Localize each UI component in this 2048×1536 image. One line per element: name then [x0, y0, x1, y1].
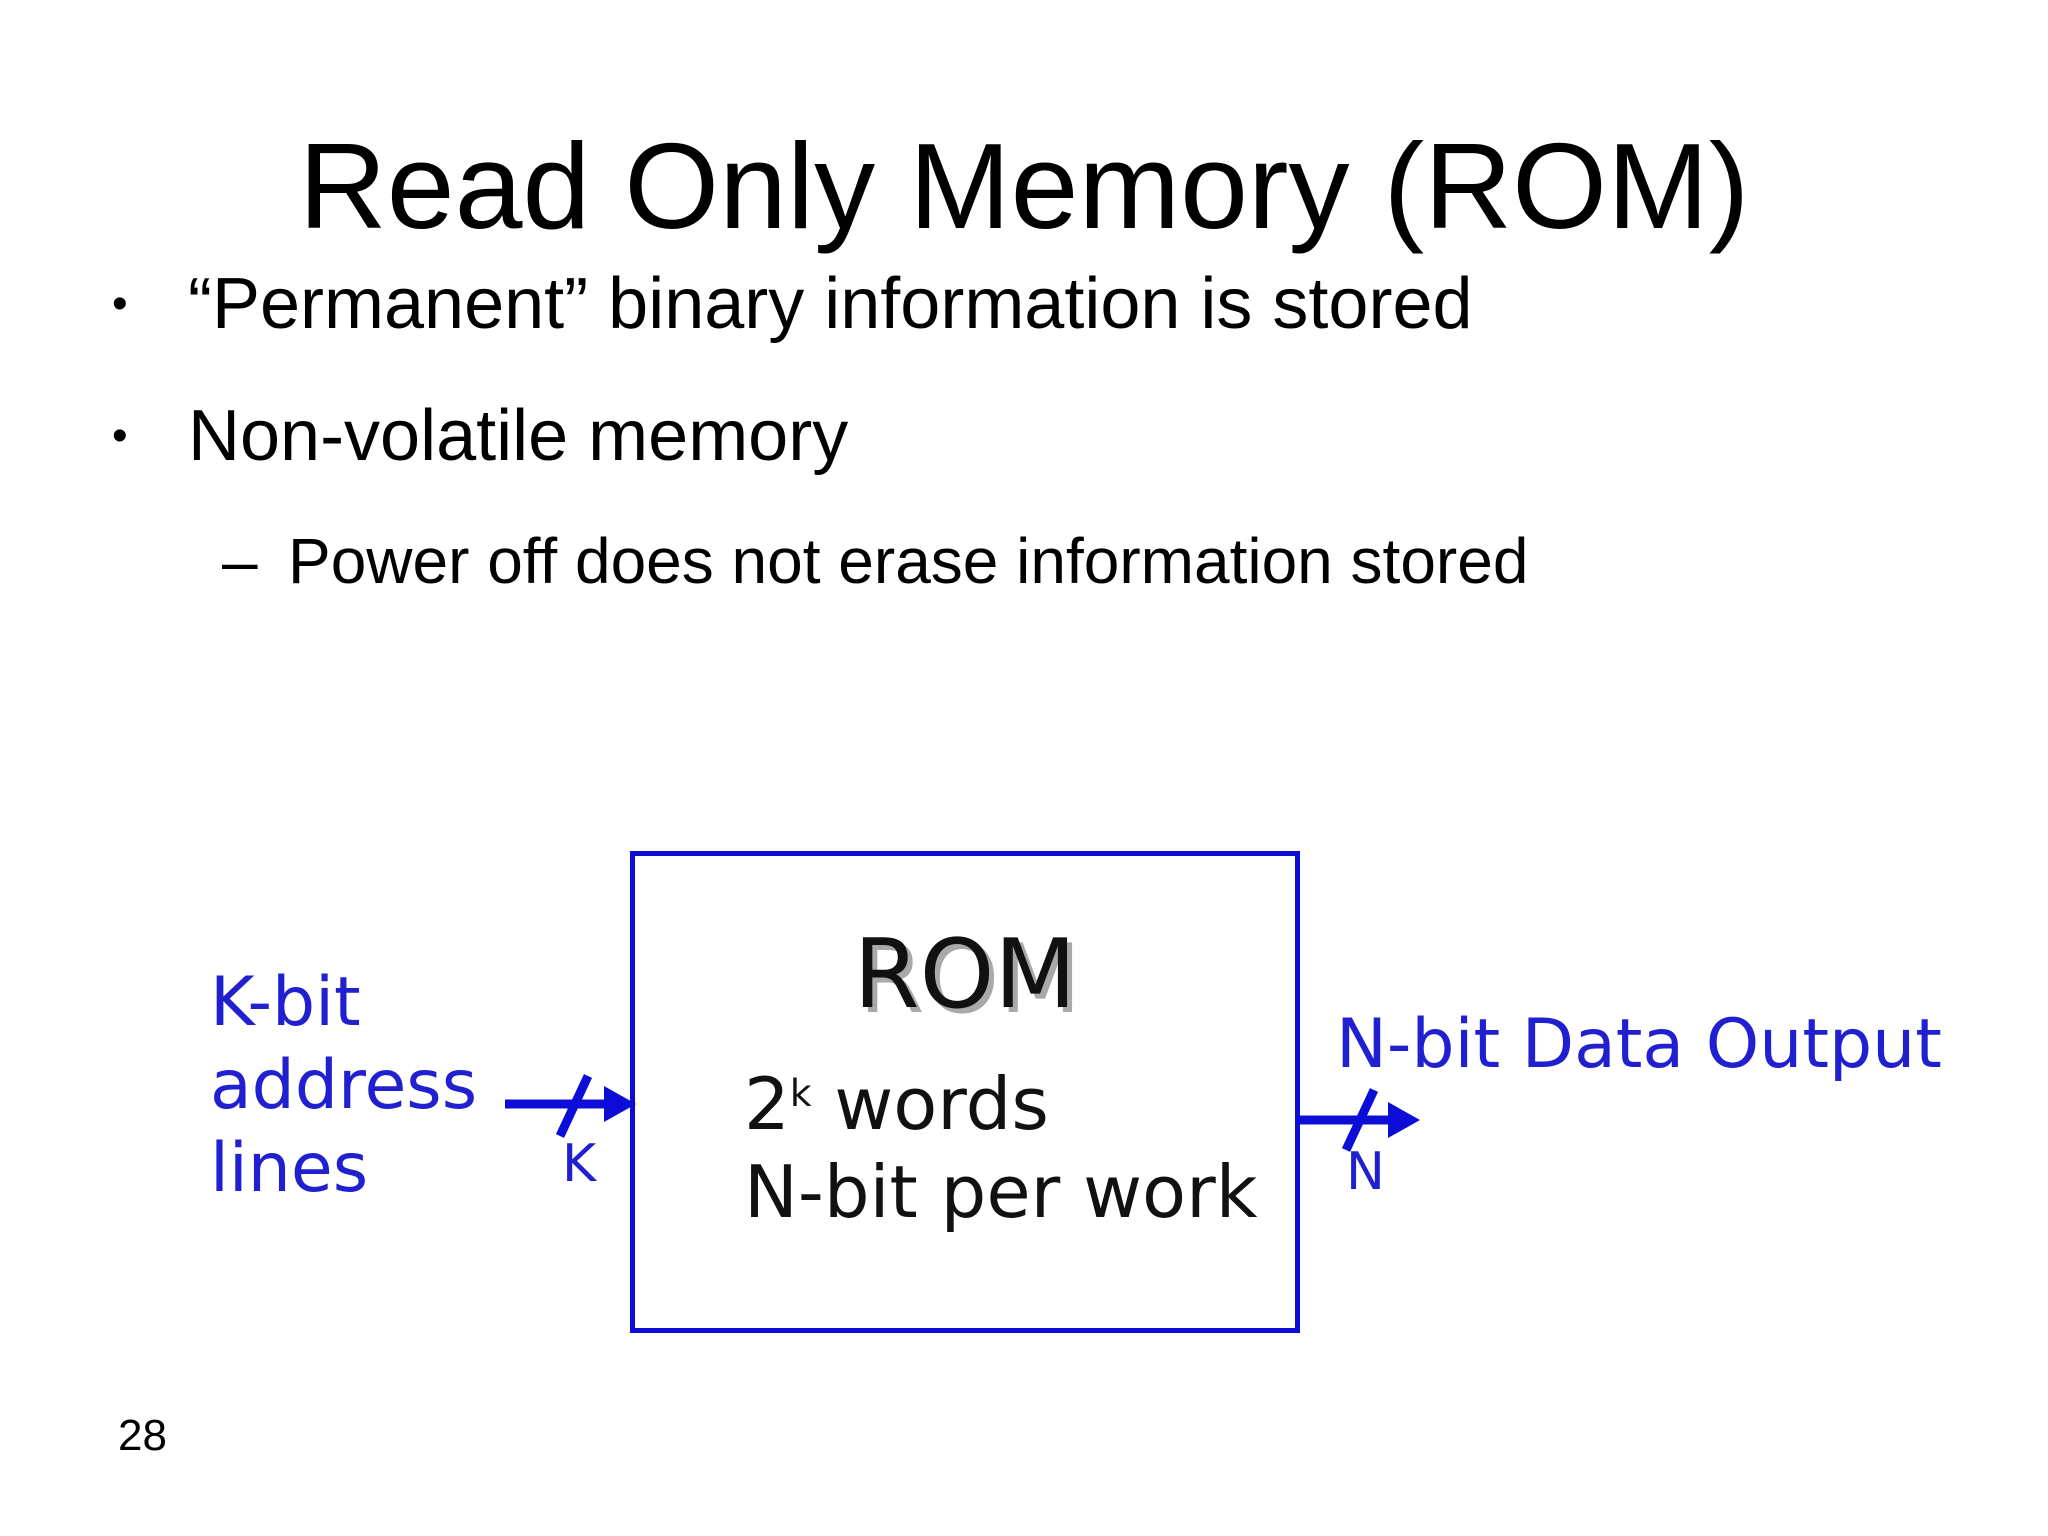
bullet-text: “Permanent” binary information is stored — [188, 264, 1473, 344]
capacity-base: 2 — [744, 1062, 790, 1146]
bullet-marker: • — [112, 279, 128, 328]
slide-title: Read Only Memory (ROM) — [298, 118, 1750, 254]
address-lines-label: K-bit address lines — [210, 962, 477, 1211]
bullet-item: • “Permanent” binary information is stor… — [0, 262, 2048, 347]
data-bus-slash — [1341, 1088, 1379, 1152]
sub-bullet-dash: – — [222, 525, 258, 597]
address-bus-arrow — [505, 1074, 636, 1138]
capacity-rest: words — [811, 1062, 1049, 1146]
rom-capacity-text: 2k words — [744, 1068, 1049, 1140]
address-label-line: K-bit — [210, 963, 361, 1042]
sub-bullet-text: Power off does not erase information sto… — [288, 525, 1529, 597]
n-bus-width-label: N — [1346, 1142, 1385, 1202]
sub-bullet-item: – Power off does not erase information s… — [0, 524, 2048, 600]
rom-word-size-text: N-bit per work — [744, 1150, 1258, 1234]
address-bus-slash — [555, 1074, 593, 1138]
bullet-text: Non-volatile memory — [188, 396, 849, 476]
page-number: 28 — [118, 1411, 167, 1460]
address-label-line: lines — [210, 1128, 369, 1208]
bullet-marker: • — [112, 411, 128, 460]
data-bus-arrow — [1300, 1088, 1420, 1152]
rom-block-title: ROM — [853, 920, 1077, 1030]
rom-block — [630, 851, 1300, 1333]
k-bus-width-label: K — [562, 1134, 597, 1194]
data-output-label: N-bit Data Output — [1336, 1005, 1942, 1084]
bullet-item: • Non-volatile memory — [0, 394, 2048, 479]
capacity-exponent: k — [789, 1070, 812, 1115]
address-label-line: address — [210, 1045, 478, 1125]
